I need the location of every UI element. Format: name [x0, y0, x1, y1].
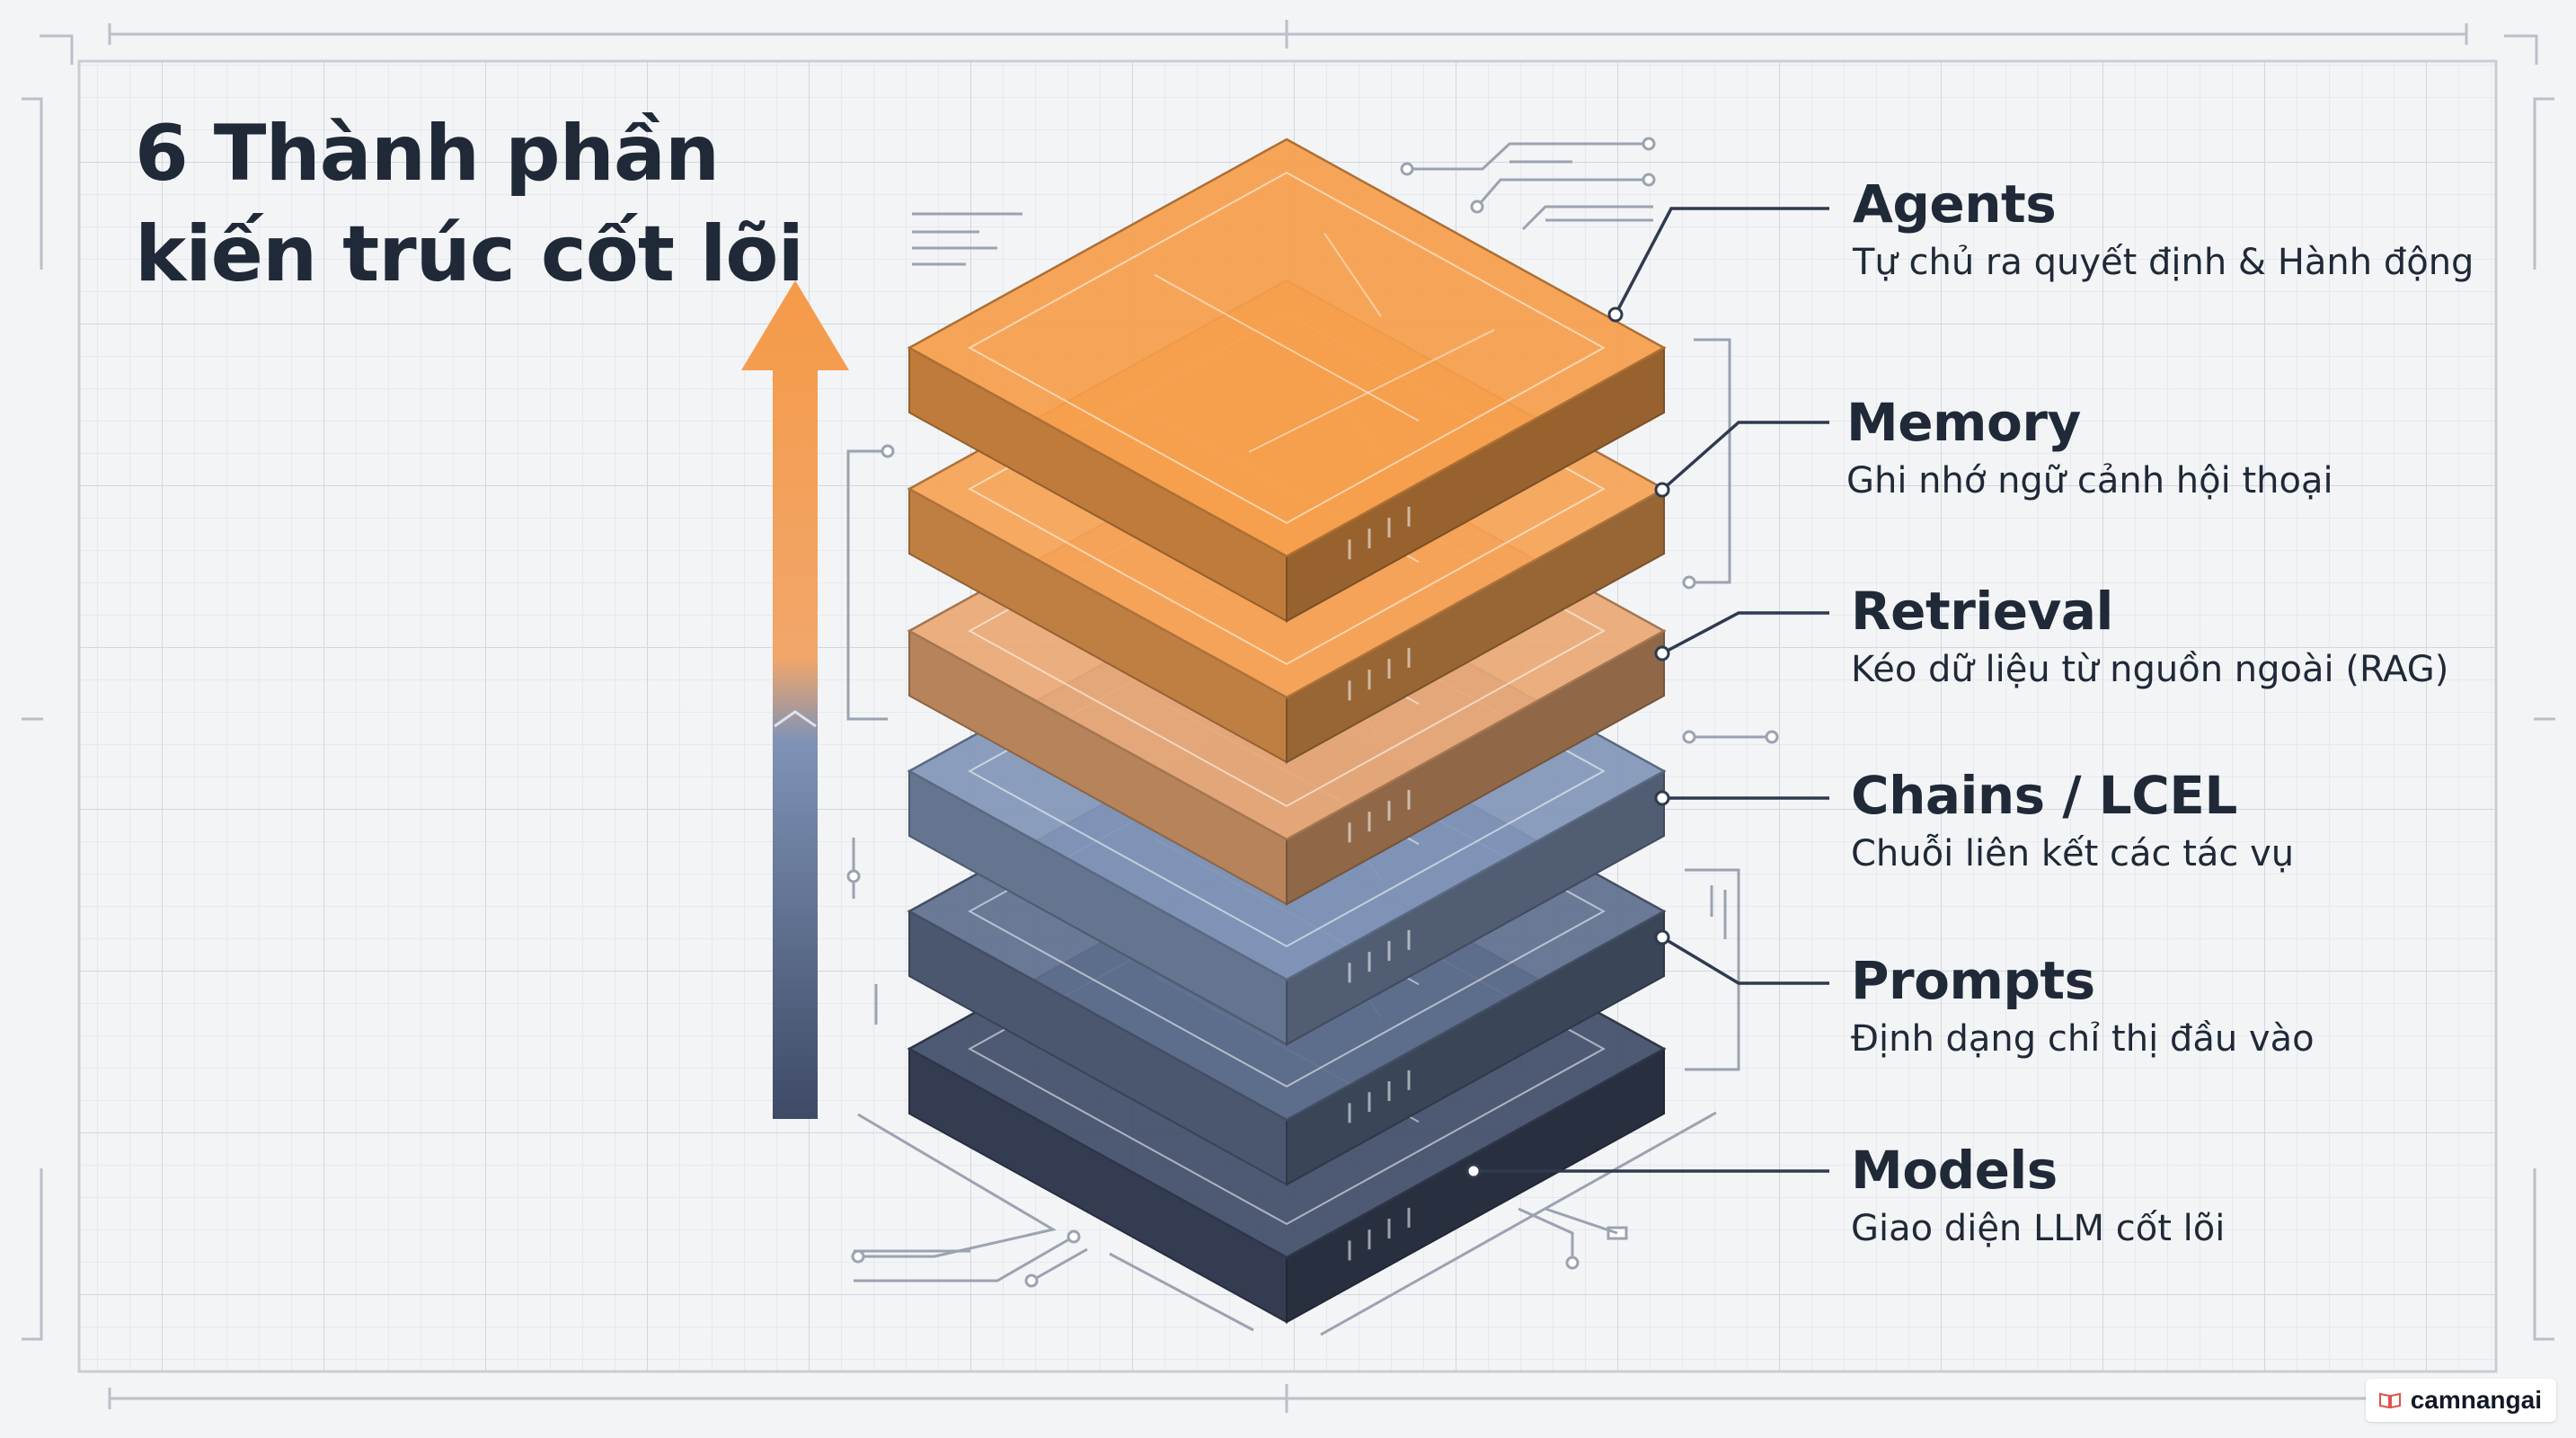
layer-stack: [907, 138, 1667, 1324]
watermark-text: camnangai: [2410, 1386, 2542, 1414]
label-chains: Chains / LCEL Chuỗi liên kết các tác vụ: [1851, 765, 2294, 878]
page-title: 6 Thành phần kiến trúc cốt lõi: [135, 103, 804, 305]
connector-retrieval: [1661, 611, 1829, 655]
label-memory-name: Memory: [1846, 392, 2081, 453]
connector-dot-prompts: [1654, 929, 1670, 945]
frame-marks: [22, 20, 2555, 1413]
connector-prompts: [1661, 936, 1829, 985]
connector-dot-models: [1465, 1163, 1482, 1179]
upward-arrow: [741, 280, 849, 1119]
label-prompts: Prompts Định dạng chỉ thị đầu vào: [1851, 950, 2315, 1063]
label-prompts-name: Prompts: [1851, 950, 2095, 1011]
label-retrieval: Retrieval Kéo dữ liệu từ nguồn ngoài (RA…: [1851, 581, 2448, 694]
label-models: Models Giao diện LLM cốt lõi: [1851, 1140, 2225, 1253]
connector-dot-memory: [1654, 482, 1670, 498]
layer-agents: [907, 138, 1667, 623]
connector-dot-retrieval: [1654, 645, 1670, 661]
connector-memory: [1660, 421, 1829, 492]
watermark-badge: camnangai: [2365, 1379, 2556, 1422]
label-connectors: [1465, 207, 1829, 1179]
label-memory-desc: Ghi nhớ ngữ cảnh hội thoại: [1846, 460, 2333, 502]
title-line-2: kiến trúc cốt lõi: [135, 209, 804, 299]
book-icon: [2378, 1392, 2401, 1409]
label-chains-desc: Chuỗi liên kết các tác vụ: [1851, 833, 2295, 874]
label-agents: Agents Tự chủ ra quyết định & Hành động: [1853, 173, 2474, 287]
connector-agents: [1614, 207, 1829, 315]
label-agents-desc: Tự chủ ra quyết định & Hành động: [1853, 242, 2474, 283]
circuit-decor: [846, 137, 1779, 1336]
title-line-1: 6 Thành phần: [135, 109, 720, 199]
label-models-desc: Giao diện LLM cốt lõi: [1851, 1208, 2226, 1249]
label-retrieval-name: Retrieval: [1851, 581, 2113, 642]
connector-dot-chains: [1654, 790, 1670, 806]
label-agents-name: Agents: [1853, 173, 2057, 235]
label-prompts-desc: Định dạng chỉ thị đầu vào: [1851, 1018, 2315, 1060]
label-models-name: Models: [1851, 1140, 2058, 1201]
connector-dot-agents: [1607, 306, 1624, 323]
label-retrieval-desc: Kéo dữ liệu từ nguồn ngoài (RAG): [1851, 649, 2449, 690]
label-chains-name: Chains / LCEL: [1851, 765, 2237, 826]
label-memory: Memory Ghi nhớ ngữ cảnh hội thoại: [1846, 392, 2333, 505]
